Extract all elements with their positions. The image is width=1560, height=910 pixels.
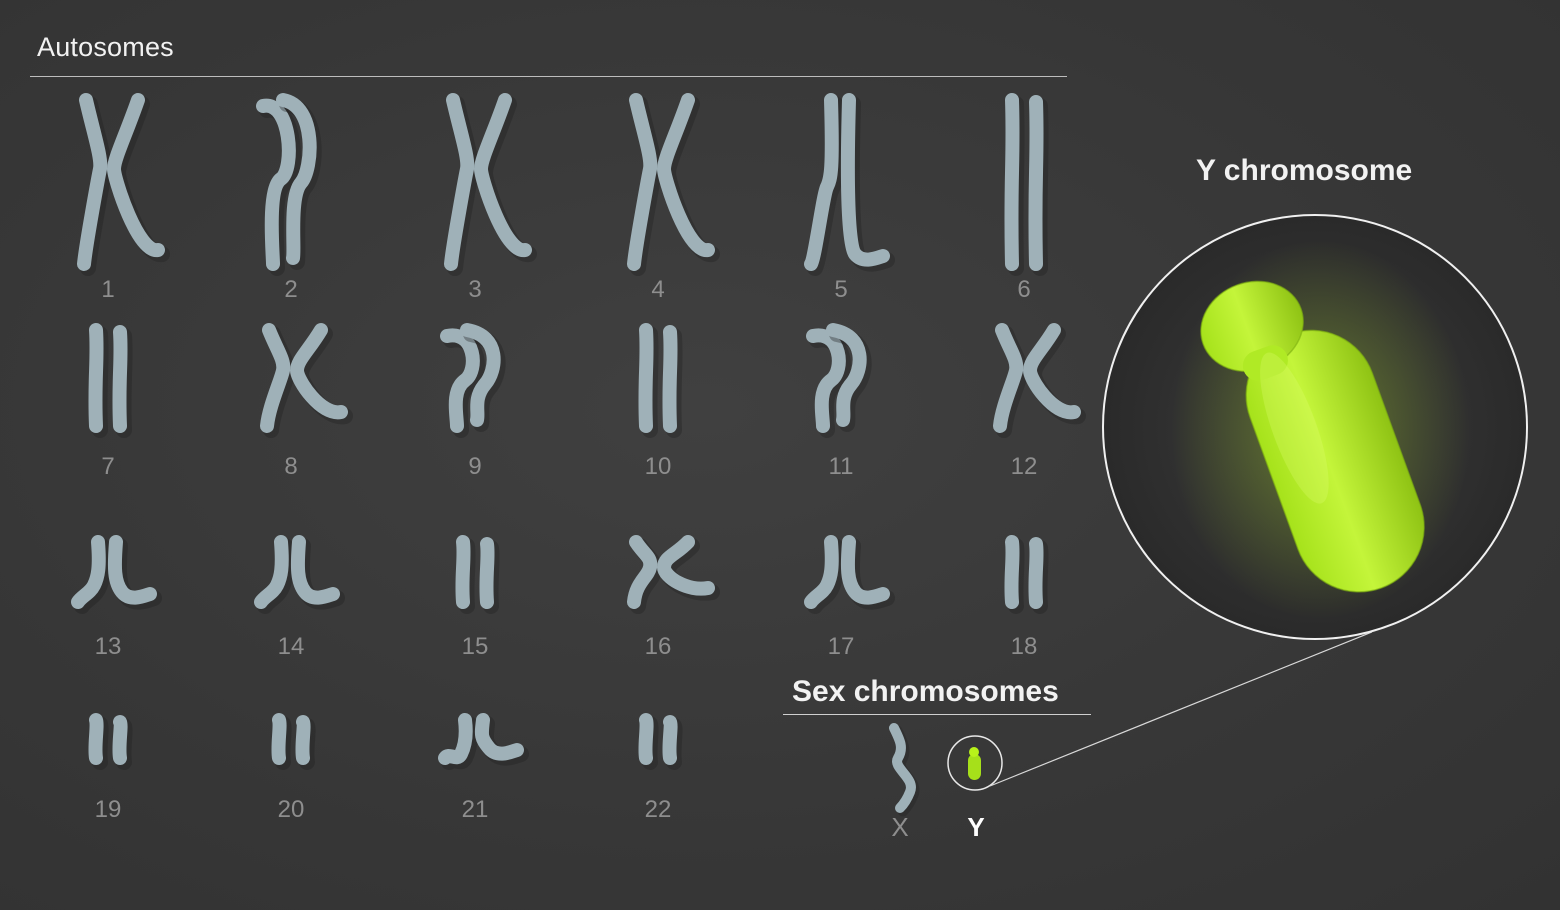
chromosome-x [880,722,930,817]
chromosome-y-label: Y [967,812,985,842]
chromosome-pair-20 [241,712,341,770]
chromosome-pair-1-shape [77,93,170,276]
chromosome-number-14: 14 [277,633,305,660]
chromosome-pair-14 [241,534,345,614]
chromosome-pair-15 [425,534,525,614]
chromosome-pair-18 [974,534,1074,614]
chromosome-pair-4 [608,92,720,276]
chromosome-pair-14-shape [254,535,345,614]
chromosome-pair-17 [791,534,895,614]
chromosome-pair-3-shape [444,93,537,276]
chromosome-pair-7-shape [88,323,133,438]
chromosome-number-20: 20 [277,796,305,823]
chromosome-number-4: 4 [651,276,665,303]
chromosome-pair-20-shape [271,713,316,770]
chromosome-pair-2 [241,92,341,276]
chromosome-number-11: 11 [828,453,854,480]
chromosome-number-12: 12 [1010,453,1038,480]
sex-chromosomes-heading: Sex chromosomes [792,675,1059,708]
chromosome-pair-15-shape [455,535,500,614]
chromosome-pair-21 [425,712,529,770]
chromosome-pair-1 [58,92,170,276]
chromosome-pair-12-shape [993,323,1086,438]
chromosome-number-10: 10 [644,453,672,480]
chromosome-pair-3 [425,92,537,276]
chromosome-number-21: 21 [461,796,489,823]
chromosome-number-1: 1 [101,276,115,303]
chromosome-pair-17-shape [804,535,895,614]
chromosome-pair-10-shape [638,323,683,438]
chromosome-pair-11-shape [806,323,872,438]
chromosome-number-16: 16 [644,633,672,660]
chromosome-y-small [946,734,1004,792]
chromosome-pair-19-shape [88,713,133,770]
chromosome-pair-8 [241,322,353,438]
chromosome-pair-2-shape [256,93,322,276]
chromosome-pair-6-shape [1004,93,1049,276]
chromosome-pair-10 [608,322,708,438]
chromosome-pair-21-shape [438,713,529,770]
chromosome-number-18: 18 [1010,633,1038,660]
chromosome-number-8: 8 [284,453,298,480]
chromosome-pair-19 [58,712,158,770]
chromosome-x-label: X [891,812,909,842]
chromosome-pair-11 [791,322,891,438]
chromosome-pair-22-shape [638,713,683,770]
chromosome-pair-22 [608,712,708,770]
chromosome-number-19: 19 [94,796,122,823]
chromosome-pair-8-shape [260,323,353,438]
chromosome-number-9: 9 [468,453,482,480]
chromosome-pair-5 [791,92,895,276]
chromosome-pair-5-shape [804,93,895,276]
chromosome-number-13: 13 [94,633,122,660]
chromosome-pair-6 [974,92,1074,276]
chromosome-pair-16-shape [627,535,720,614]
chromosome-pair-16 [608,534,720,614]
chromosome-number-17: 17 [827,633,855,660]
chromosome-pair-18-shape [1004,535,1049,614]
chromosome-number-6: 6 [1017,276,1031,303]
chromosome-number-7: 7 [101,453,115,480]
y-chromosome-zoomed [1200,280,1425,593]
chromosome-number-2: 2 [284,276,298,303]
chromosome-pair-9 [425,322,525,438]
y-chromosome-heading: Y chromosome [1196,154,1413,187]
chromosome-pair-7 [58,322,158,438]
chromosome-pair-4-shape [627,93,720,276]
autosomes-divider [30,76,1067,77]
y-zoom-circle [1102,214,1528,640]
chromosome-number-5: 5 [834,276,848,303]
chromosome-pair-12 [974,322,1086,438]
chromosome-pair-9-shape [440,323,506,438]
chromosome-pair-13-shape [71,535,162,614]
chromosome-number-3: 3 [468,276,482,303]
sex-chromosomes-divider [783,714,1091,715]
chromosome-number-22: 22 [644,796,672,823]
chromosome-number-15: 15 [461,633,489,660]
autosomes-heading: Autosomes [37,32,174,62]
chromosome-pair-13 [58,534,162,614]
